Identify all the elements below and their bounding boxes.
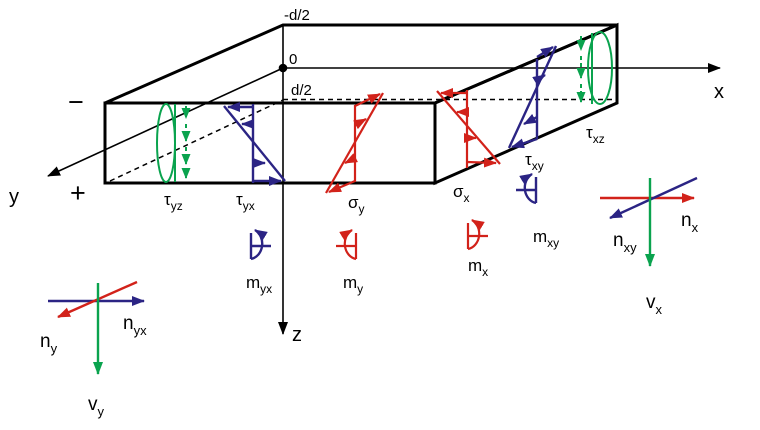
tau-xz-label: τxz — [586, 123, 605, 146]
y-axis — [47, 67, 284, 177]
depth-labels: -d/2 0 d/2 — [284, 7, 312, 99]
sigma-y-arrow — [353, 118, 367, 130]
tau-xy-arrow — [536, 45, 554, 59]
nxy-arrow — [609, 176, 698, 220]
tau-xy-distribution — [507, 45, 558, 149]
sigma-x-hypotenuse — [436, 90, 501, 165]
x-face-resultants — [600, 176, 698, 267]
sigma-x-distribution — [436, 88, 501, 168]
tau-xy-arrow — [532, 73, 546, 86]
axis-letter-labels: x y z − + — [9, 81, 724, 346]
stress-labels: τyz τyx σy σx τxy τxz — [164, 123, 605, 216]
moment-symbol-mx — [466, 219, 488, 251]
plus-face-sign: + — [70, 178, 86, 208]
sigma-y-label: σy — [348, 193, 365, 216]
tau-yx-distribution — [223, 102, 286, 186]
sigma-y-arrow — [328, 179, 356, 194]
myx-rotation-arrow — [250, 228, 268, 261]
tau-yx-label: τyx — [236, 190, 255, 213]
resultant-labels: ny nyx vy nxy nx vx — [40, 210, 699, 419]
tau-yx-hypotenuse — [223, 105, 286, 182]
tau-yz-parabola — [156, 103, 176, 183]
moment-symbol-my — [336, 229, 358, 261]
tau-xy-arrow — [511, 137, 538, 149]
d-half-label: d/2 — [291, 82, 312, 99]
plate-front-face — [103, 101, 437, 185]
z-axis-label: z — [292, 324, 302, 346]
vy-label: vy — [88, 394, 105, 419]
sigma-x-arrow — [466, 157, 497, 168]
sigma-y-distribution — [325, 92, 384, 194]
nx-label: nx — [681, 210, 699, 235]
tau-xy-hypotenuse — [507, 45, 558, 149]
tau-yz-distribution — [156, 103, 191, 183]
minus-face-sign: − — [68, 87, 84, 117]
vx-label: vx — [646, 292, 663, 317]
minus-d-half-label: -d/2 — [284, 7, 310, 24]
mxy-rotation-arrow — [519, 172, 537, 205]
tau-xy-label: τxy — [525, 150, 544, 173]
y-face-resultants — [48, 280, 145, 375]
moment-symbol-mxy — [516, 172, 538, 205]
plate-box — [103, 22, 619, 186]
y-axis-label: y — [9, 186, 19, 208]
sigma-y-arrow — [344, 153, 358, 164]
zero-label: 0 — [289, 51, 297, 68]
mxy-label: mxy — [533, 227, 559, 250]
coordinate-axes — [47, 25, 721, 335]
midplane-front-trace — [109, 99, 284, 182]
moment-labels: myx my mx mxy — [246, 227, 559, 296]
nyx-label: nyx — [123, 313, 147, 338]
ny-label: ny — [40, 331, 58, 356]
myx-label: myx — [246, 273, 272, 296]
my-label: my — [343, 273, 363, 296]
origin-dot — [278, 63, 288, 73]
mx-label: mx — [468, 256, 488, 279]
nxy-label: nxy — [613, 230, 637, 255]
plate-right-face — [433, 22, 619, 186]
sigma-y-hypotenuse — [325, 92, 384, 194]
x-axis-label: x — [714, 81, 724, 103]
tau-xz-distribution — [576, 31, 613, 105]
tau-xz-parabola — [587, 31, 613, 105]
tau-yz-label: τyz — [164, 190, 183, 213]
sigma-y-arrow — [354, 93, 381, 107]
moment-symbol-myx — [249, 228, 271, 261]
mx-rotation-arrow — [467, 219, 485, 251]
plate-top-face — [104, 23, 618, 105]
sigma-x-label: σx — [453, 182, 470, 205]
my-rotation-arrow — [339, 229, 357, 261]
tau-xy-arrow — [523, 113, 538, 126]
